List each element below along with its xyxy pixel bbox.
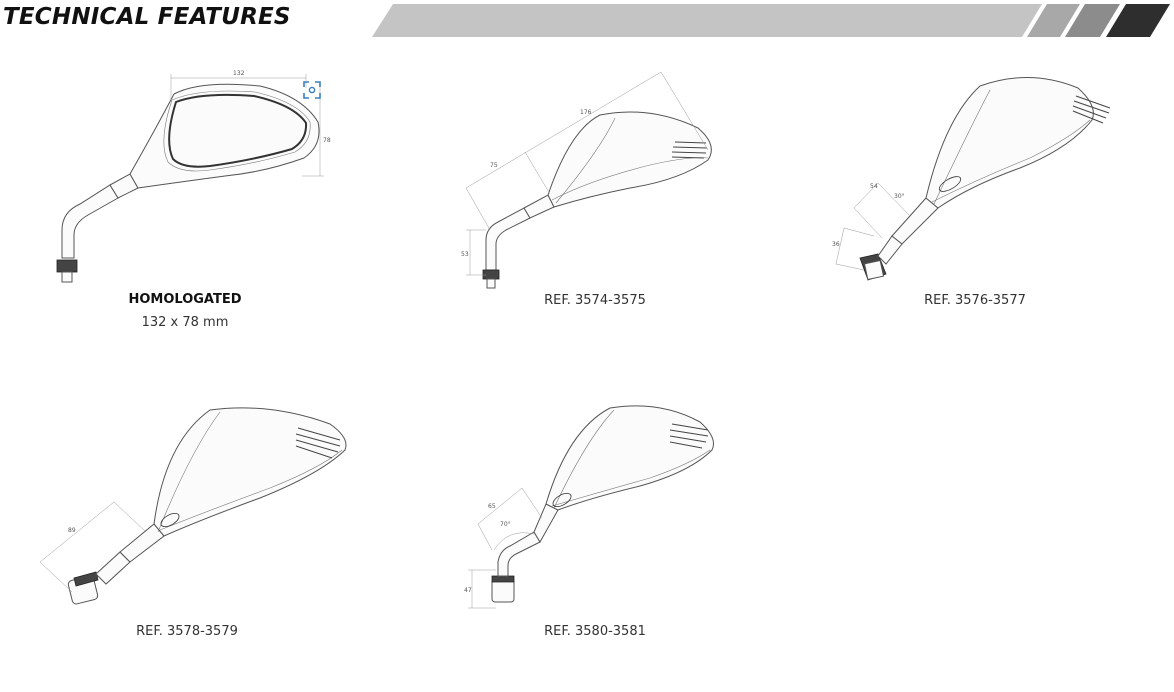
mirror-drawing: 132 78 xyxy=(56,70,331,283)
dim-a: 65 xyxy=(488,503,496,510)
dim-width: 132 xyxy=(233,70,245,77)
product-caption: HOMOLOGATED xyxy=(128,292,242,307)
dim-height: 78 xyxy=(323,137,331,144)
product-3578-3579: 89 REF. 3578-3579 xyxy=(39,402,350,647)
product-caption: REF. 3578-3579 xyxy=(136,624,238,639)
dim-height: 75 xyxy=(490,162,498,169)
product-homologated: 132 78 HOMOLOGATED 132 x 78 mm xyxy=(40,60,350,340)
dim-angle: 30° xyxy=(894,193,905,200)
product-caption: REF. 3574-3575 xyxy=(544,293,646,308)
dim-angle: 70° xyxy=(500,521,511,528)
mirror-drawing: 54 30° 36 xyxy=(832,76,1111,281)
product-3580-3581: 65 70° 47 REF. 3580-3581 xyxy=(450,400,740,647)
product-caption: REF. 3576-3577 xyxy=(924,293,1026,308)
mirror-drawing: 176 75 53 xyxy=(461,71,712,289)
product-caption: REF. 3580-3581 xyxy=(544,624,646,639)
section-header: TECHNICAL FEATURES xyxy=(0,0,1174,44)
mirror-drawing: 65 70° 47 xyxy=(464,405,714,609)
product-3574-3575: 176 75 53 REF. 3574-3575 xyxy=(450,70,740,320)
dim-a: 54 xyxy=(870,183,878,190)
dim-b: 47 xyxy=(464,587,472,594)
dim-b: 36 xyxy=(832,241,840,248)
header-banner-stripes xyxy=(372,4,1170,37)
dim-stem: 53 xyxy=(461,251,469,258)
product-3576-3577: 54 30° 36 REF. 3576-3577 xyxy=(830,68,1120,320)
focus-target-icon[interactable] xyxy=(303,81,321,99)
dim-length: 176 xyxy=(580,109,592,116)
dim-a: 89 xyxy=(68,527,76,534)
page-title: TECHNICAL FEATURES xyxy=(3,4,291,30)
mirror-drawing: 89 xyxy=(39,407,347,605)
product-subcaption: 132 x 78 mm xyxy=(141,315,229,330)
